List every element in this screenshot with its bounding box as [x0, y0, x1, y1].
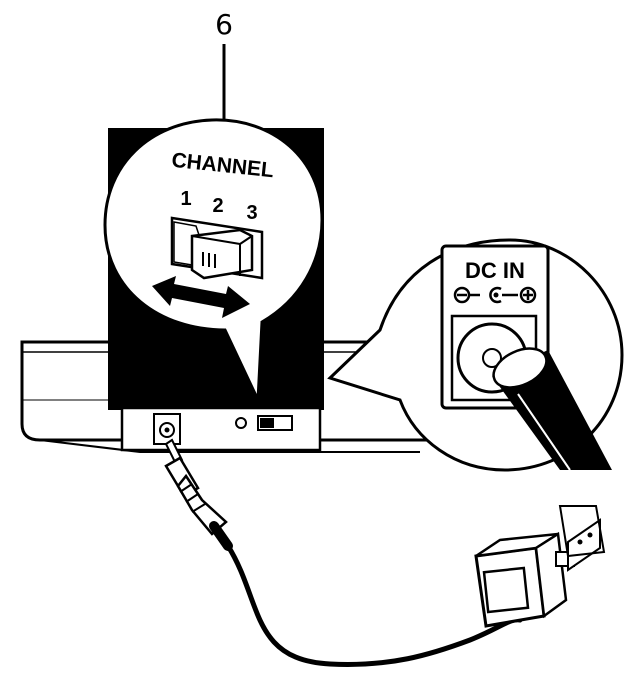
dc-in-magnifier: DC IN: [327, 238, 624, 472]
slide-direction-arrow: [152, 276, 250, 318]
polarity-symbol: [453, 286, 537, 304]
ac-adapter: [474, 505, 606, 628]
channel-position-1: 1: [180, 188, 191, 210]
plug-pins: [567, 518, 601, 572]
dc-in-label: DC IN: [465, 258, 525, 283]
channel-switch-magnifier: CHANNEL 1 2 3: [103, 118, 324, 401]
status-led: [235, 417, 247, 429]
power-plug: [164, 438, 233, 551]
channel-position-3: 3: [246, 202, 257, 224]
channel-slide-switch: [170, 216, 264, 280]
connector-panel: [120, 406, 322, 452]
channel-position-2: 2: [212, 195, 223, 217]
power-cable: [225, 543, 523, 667]
callout-number: 6: [215, 8, 233, 41]
dc-plug-magnified: [492, 347, 612, 471]
